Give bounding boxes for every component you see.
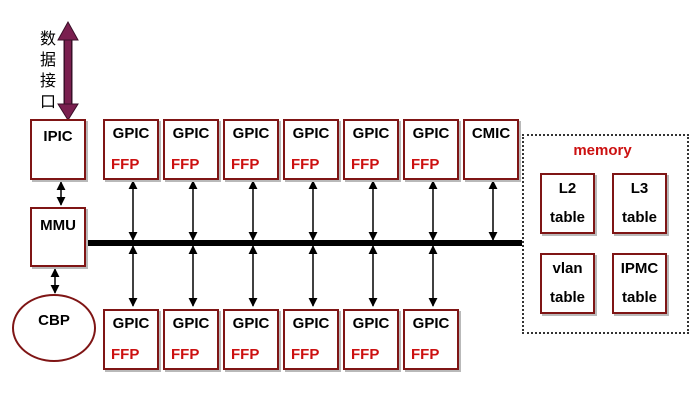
port-name: GPIC (112, 315, 150, 332)
port-ffp: FFP (171, 156, 200, 173)
top-port-2: GPIC FFP (163, 119, 219, 180)
table-name: vlan (552, 260, 583, 277)
port-ffp: FFP (291, 156, 320, 173)
port-name: GPIC (412, 315, 450, 332)
port-ffp: FFP (231, 156, 260, 173)
cbp-label: CBP (38, 312, 70, 329)
data-interface-label: 数 据 接 口 (38, 28, 58, 112)
table-name: L3 (630, 180, 649, 197)
mmu-label: MMU (40, 217, 76, 234)
table-sub: table (549, 289, 585, 306)
cbp-node: CBP (12, 294, 96, 362)
port-name: GPIC (112, 125, 150, 142)
port-name: GPIC (352, 315, 390, 332)
port-ffp: FFP (111, 156, 140, 173)
port-ffp: FFP (351, 346, 380, 363)
port-ffp: FFP (291, 346, 320, 363)
port-name: GPIC (412, 125, 450, 142)
table-sub: table (549, 209, 585, 226)
port-ffp: FFP (111, 346, 140, 363)
ipic-block: IPIC (30, 119, 86, 180)
top-port-3: GPIC FFP (223, 119, 279, 180)
port-ffp: FFP (171, 346, 200, 363)
bottom-port-4: GPIC FFP (283, 309, 339, 370)
cmic-block: CMIC (463, 119, 519, 180)
table-name: IPMC (620, 260, 659, 277)
bottom-port-1: GPIC FFP (103, 309, 159, 370)
port-name: GPIC (232, 315, 270, 332)
port-name: GPIC (352, 125, 390, 142)
top-port-1: GPIC FFP (103, 119, 159, 180)
top-port-4: GPIC FFP (283, 119, 339, 180)
mmu-block: MMU (30, 207, 86, 267)
bottom-port-3: GPIC FFP (223, 309, 279, 370)
bottom-port-5: GPIC FFP (343, 309, 399, 370)
memory-title: memory (573, 142, 632, 159)
label-char: 接 (39, 71, 56, 90)
top-port-5: GPIC FFP (343, 119, 399, 180)
port-name: GPIC (292, 125, 330, 142)
bottom-port-6: GPIC FFP (403, 309, 459, 370)
port-ffp: FFP (411, 346, 440, 363)
label-char: 据 (39, 50, 56, 69)
vlan-table-block: vlan table (540, 253, 595, 314)
port-ffp: FFP (231, 346, 260, 363)
port-name: GPIC (232, 125, 270, 142)
port-name: GPIC (292, 315, 330, 332)
top-port-6: GPIC FFP (403, 119, 459, 180)
data-interface-arrow (57, 20, 79, 121)
l3-table-block: L3 table (612, 173, 667, 234)
port-name: GPIC (172, 125, 210, 142)
port-ffp: FFP (411, 156, 440, 173)
bottom-port-2: GPIC FFP (163, 309, 219, 370)
port-ffp: FFP (351, 156, 380, 173)
table-sub: table (621, 209, 657, 226)
label-char: 数 (39, 29, 56, 48)
label-char: 口 (39, 92, 56, 111)
cmic-label: CMIC (471, 125, 511, 142)
port-name: GPIC (172, 315, 210, 332)
ipic-label: IPIC (43, 128, 73, 145)
memory-region (522, 134, 689, 334)
table-name: L2 (558, 180, 577, 197)
ipmc-table-block: IPMC table (612, 253, 667, 314)
table-sub: table (621, 289, 657, 306)
l2-table-block: L2 table (540, 173, 595, 234)
